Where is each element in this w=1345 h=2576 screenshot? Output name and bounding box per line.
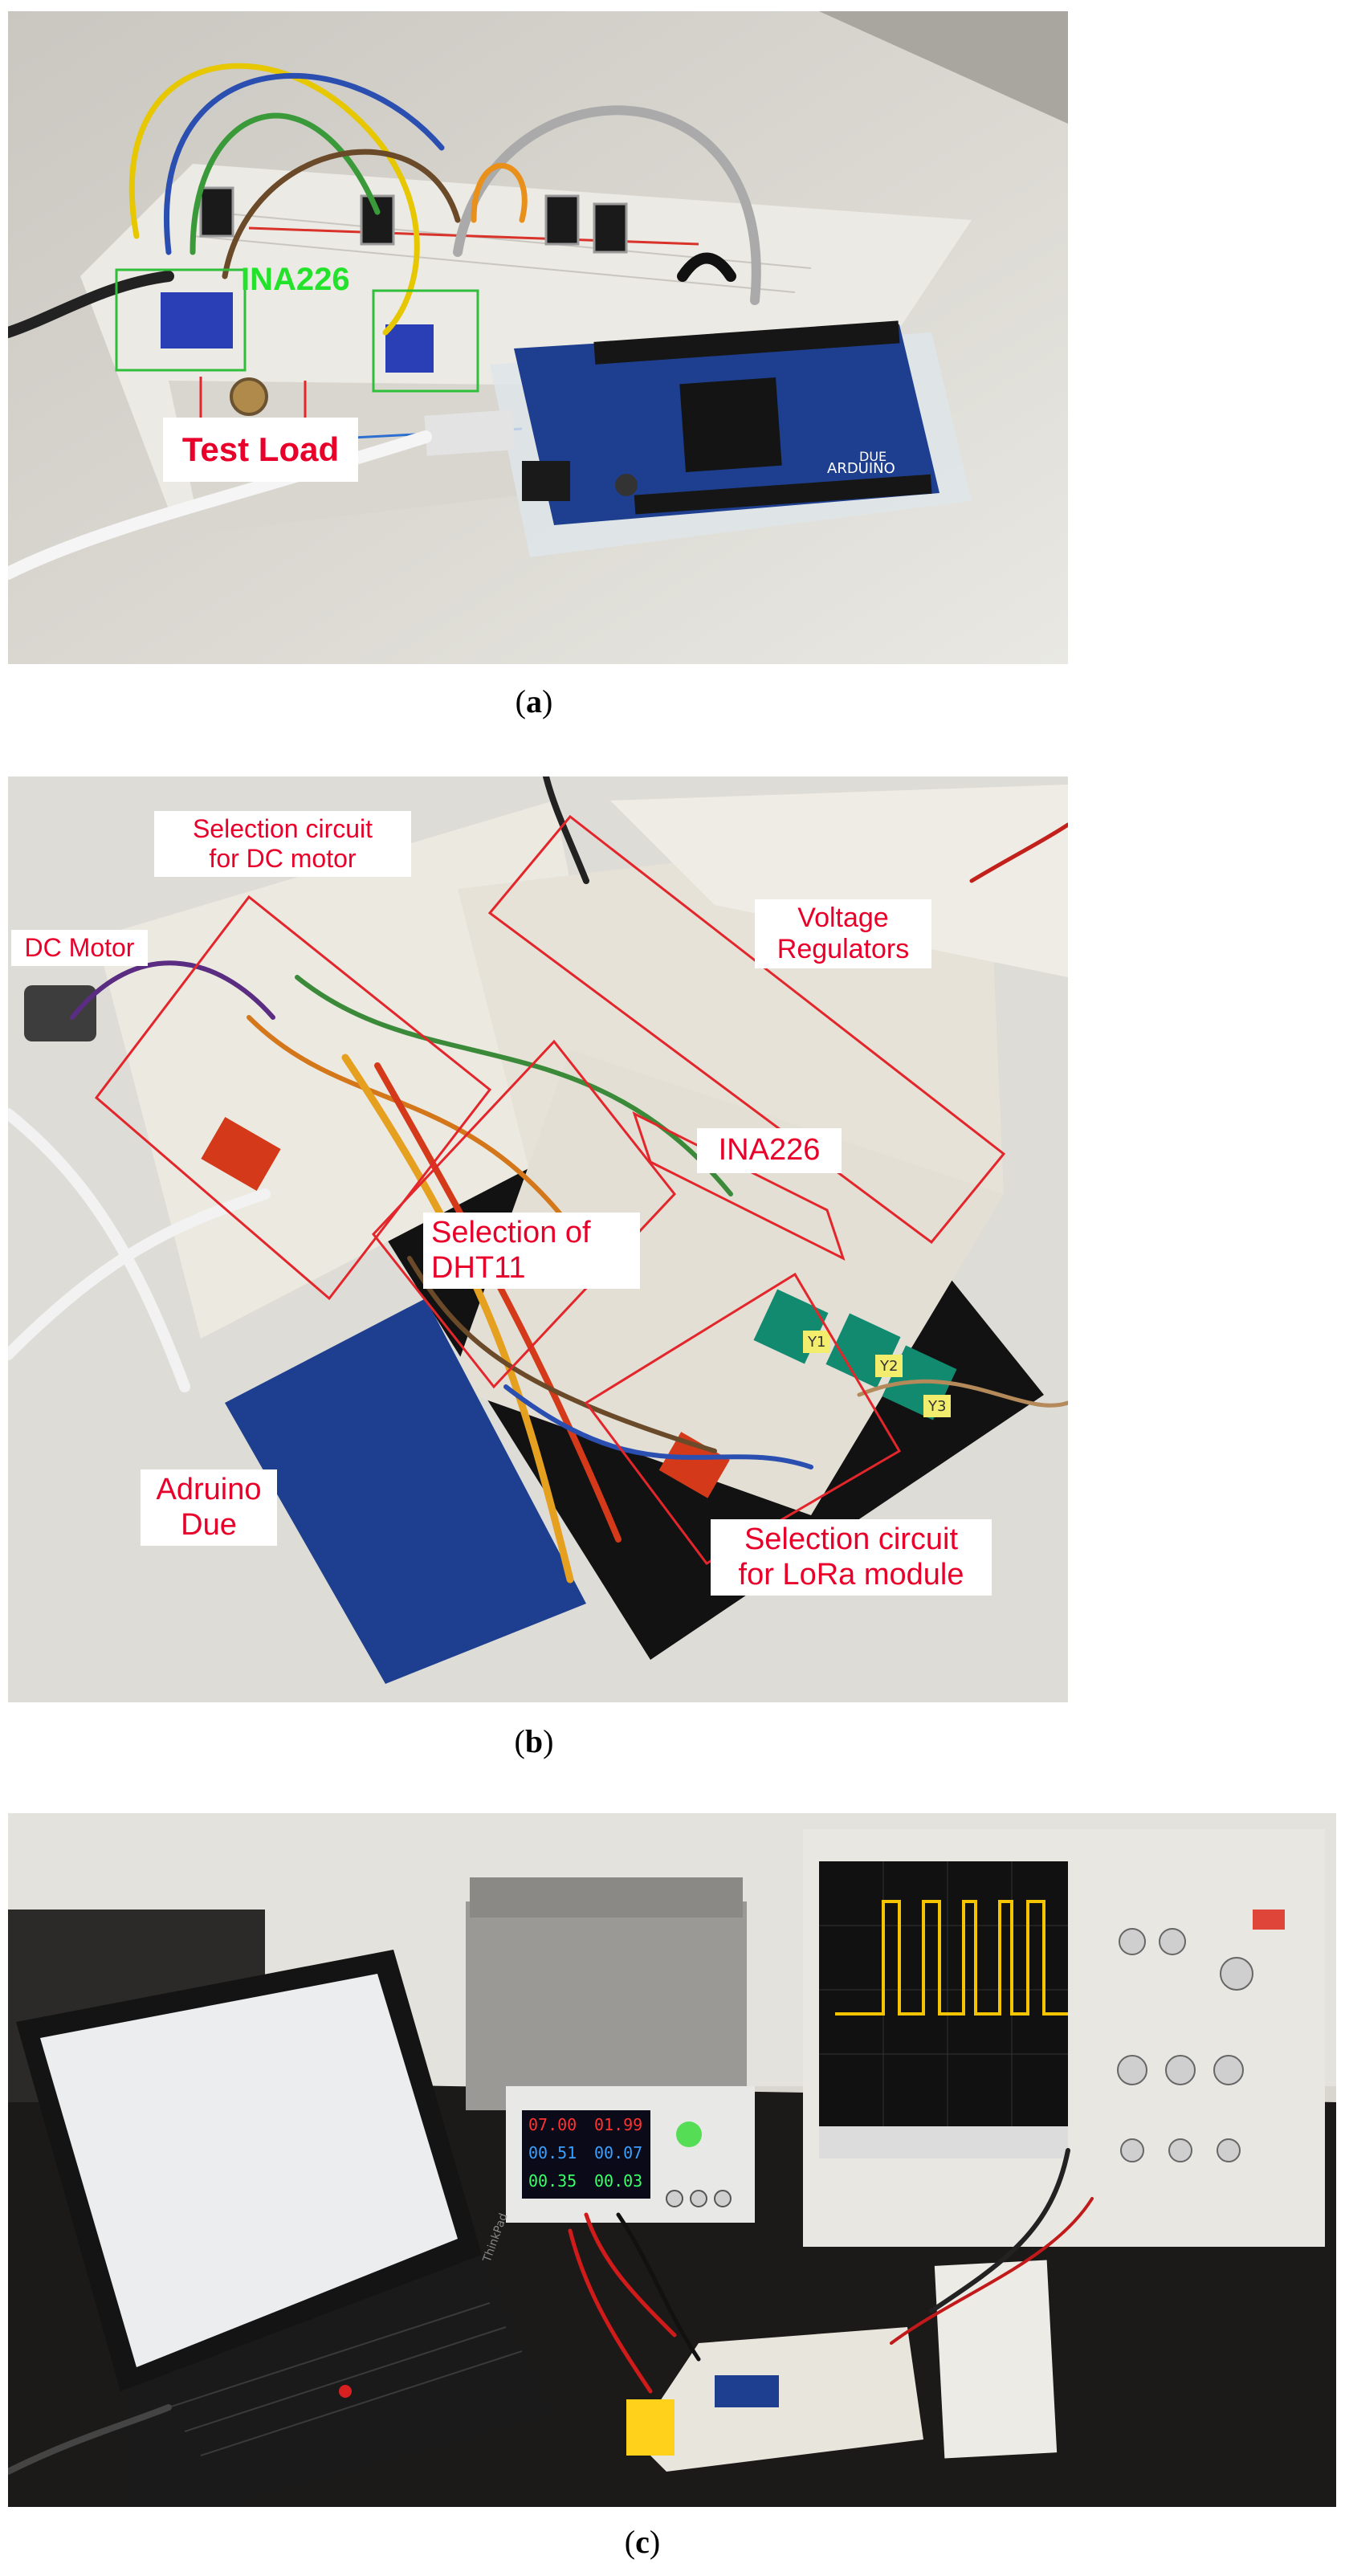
- psu-readout-6: 00.03: [594, 2171, 642, 2191]
- power-supply-body: [466, 1901, 747, 2110]
- label-selection-dc-motor: Selection circuit for DC motor: [154, 811, 411, 877]
- oscilloscope-trace: [835, 1900, 1068, 2016]
- board-brand-print: ARDUINO: [827, 460, 895, 477]
- psu-readout-2: 01.99: [594, 2115, 642, 2134]
- psu-readout-3: 00.51: [528, 2143, 577, 2162]
- box-ina226-b: [632, 1111, 846, 1261]
- arduino-board-c: [715, 2375, 779, 2407]
- photo-measurement-bench: 07.00 01.99 00.51 00.07 00.35 00.03: [8, 1813, 1336, 2507]
- caption-a: (a): [515, 683, 553, 719]
- red-selection-module-1: [201, 1117, 281, 1191]
- ina226-highlight-box-right: [372, 289, 479, 393]
- module-tag-y2: Y2: [879, 1358, 898, 1375]
- laptop-screen: [40, 1974, 458, 2367]
- ground-terminal-block: [626, 2399, 675, 2456]
- test-load-potentiometer: [230, 377, 268, 416]
- trackpoint: [339, 2385, 352, 2398]
- photo-panel-a: ARDUINO DUE: [8, 11, 1068, 664]
- label-selection-dht11: Selection of DHT11: [423, 1213, 640, 1290]
- box-selection-dc-motor: [94, 895, 492, 1301]
- psu-readout-5: 00.35: [528, 2171, 577, 2191]
- psu-readout-4: 00.07: [594, 2143, 642, 2162]
- red-selection-module-2: [658, 1432, 730, 1498]
- module-tag-y3: Y3: [927, 1398, 946, 1415]
- box-selection-dht11: [372, 1039, 676, 1389]
- photo-arduino-ina226-setup: ARDUINO DUE: [8, 11, 1068, 664]
- dc-motor: [24, 985, 96, 1041]
- box-voltage-regulators: [487, 814, 1006, 1245]
- label-dc-motor: DC Motor: [11, 930, 148, 966]
- breadboard-lower: [450, 1050, 1004, 1515]
- breadboard-c-side: [934, 2260, 1058, 2459]
- label-test-load: Test Load: [163, 418, 358, 482]
- box-selection-lora: [584, 1272, 902, 1565]
- label-arduino-due: Adruino Due: [141, 1469, 277, 1547]
- arduino-due-board-b: [225, 1298, 586, 1684]
- label-selection-lora: Selection circuit for LoRa module: [711, 1519, 992, 1596]
- caption-c: (c): [624, 2524, 661, 2560]
- psu-readout-1: 07.00: [528, 2115, 577, 2134]
- label-voltage-regulators: Voltage Regulators: [755, 899, 931, 969]
- photo-panel-c: 07.00 01.99 00.51 00.07 00.35 00.03: [8, 1813, 1336, 2507]
- label-ina226-a: INA226: [241, 262, 350, 297]
- ina226-highlight-box-left: [115, 268, 247, 372]
- ina226-module-right: [385, 324, 434, 373]
- label-ina226-b: INA226: [697, 1128, 842, 1173]
- board-model-print: DUE: [859, 449, 886, 464]
- caption-b: (b): [514, 1723, 554, 1759]
- module-tag-y1: Y1: [807, 1334, 825, 1351]
- ina226-module-left: [161, 292, 233, 348]
- psu-display: [522, 2110, 650, 2199]
